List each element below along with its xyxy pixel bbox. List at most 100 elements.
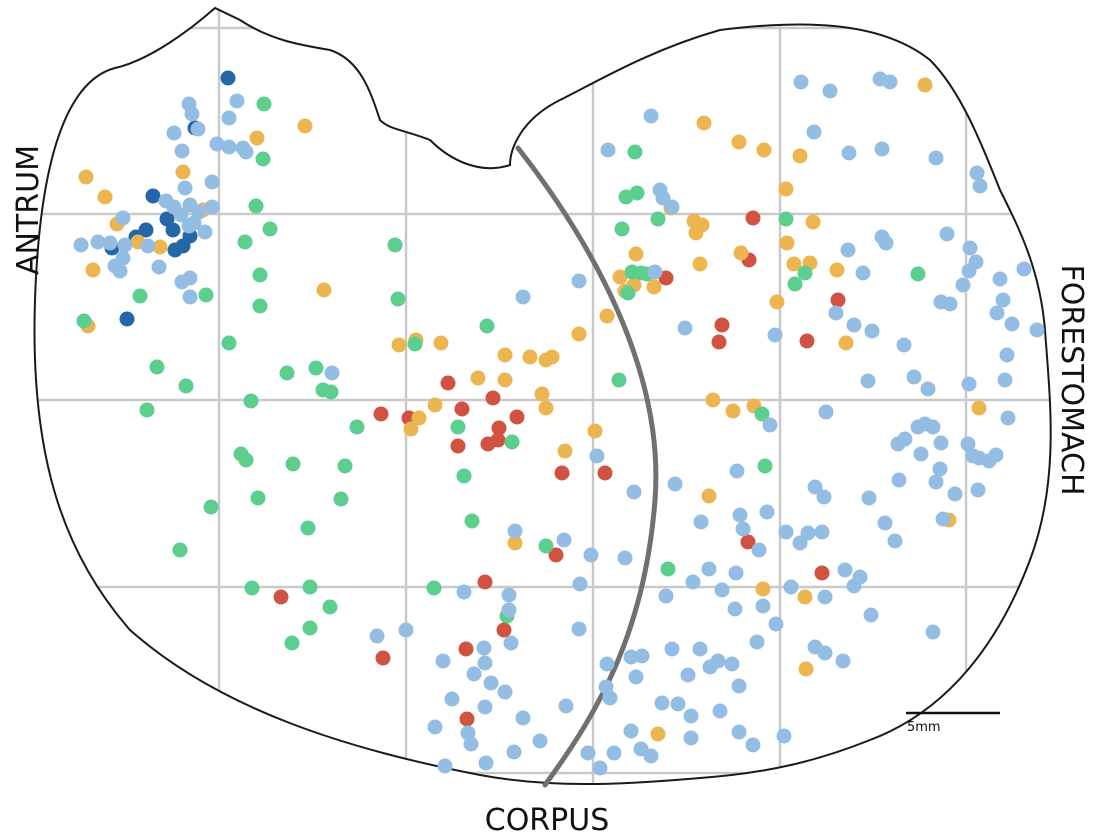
cell-point-dark-blue <box>175 238 191 254</box>
cell-point-orange <box>152 239 168 255</box>
cell-point-light-blue <box>670 696 686 712</box>
cell-point-green <box>797 265 813 281</box>
cell-point-light-blue <box>846 578 862 594</box>
cell-point-light-blue <box>818 404 834 420</box>
cell-point-green <box>237 234 253 250</box>
cell-point-green <box>203 499 219 515</box>
cell-point-light-blue <box>463 736 479 752</box>
cell-points <box>73 70 1045 776</box>
cell-point-light-blue <box>878 235 894 251</box>
cell-point-light-blue <box>558 698 574 714</box>
cell-point-light-blue <box>891 472 907 488</box>
cell-point-orange <box>798 661 814 677</box>
cell-point-red <box>548 547 564 563</box>
cell-point-light-blue <box>939 226 955 242</box>
cell-point-red <box>496 622 512 638</box>
cell-point-dark-blue <box>159 211 175 227</box>
cell-point-green <box>238 452 254 468</box>
forestomach-label: FORESTOMACH <box>1054 264 1089 495</box>
cell-point-light-blue <box>209 136 225 152</box>
corpus-label: CORPUS <box>485 803 610 838</box>
cell-point-light-blue <box>767 327 783 343</box>
cell-point-red <box>373 406 389 422</box>
cell-point-red <box>799 333 815 349</box>
cell-point-light-blue <box>702 659 718 675</box>
cell-point-light-blue <box>840 242 856 258</box>
cell-point-light-blue <box>960 436 976 452</box>
cell-point-light-blue <box>863 607 879 623</box>
cell-point-light-blue <box>664 199 680 215</box>
cell-point-orange <box>778 181 794 197</box>
cell-point-green <box>323 384 339 400</box>
cell-point-light-blue <box>112 263 128 279</box>
cell-point-light-blue <box>816 489 832 505</box>
cell-point-orange <box>612 269 628 285</box>
cell-point-green <box>390 291 406 307</box>
cell-point-light-blue <box>841 145 857 161</box>
cell-point-light-blue <box>999 347 1015 363</box>
cell-point-light-blue <box>995 292 1011 308</box>
cell-point-light-blue <box>197 224 213 240</box>
cell-point-light-blue <box>1000 410 1016 426</box>
cell-point-light-blue <box>683 708 699 724</box>
cell-point-orange <box>522 349 538 365</box>
cell-point-light-blue <box>515 710 531 726</box>
cell-point-light-blue <box>828 305 844 321</box>
cell-point-dark-blue <box>145 188 161 204</box>
cell-point-green <box>660 561 676 577</box>
cell-point-light-blue <box>444 691 460 707</box>
cell-point-green <box>244 580 260 596</box>
cell-point-light-blue <box>90 234 106 250</box>
cell-point-dark-blue <box>220 70 236 86</box>
cell-point-light-blue <box>182 270 198 286</box>
cell-point-green <box>456 468 472 484</box>
cell-point-light-blue <box>896 337 912 353</box>
cell-point-light-blue <box>532 733 548 749</box>
cell-point-light-blue <box>658 588 674 604</box>
cell-point-light-blue <box>925 419 941 435</box>
cell-point-light-blue <box>807 479 823 495</box>
cell-point-light-blue <box>806 124 822 140</box>
cell-point-light-blue <box>427 719 443 735</box>
cell-point-light-blue <box>507 523 523 539</box>
cell-point-light-blue <box>692 641 708 657</box>
cell-point-orange <box>705 392 721 408</box>
cell-point-orange <box>692 256 708 272</box>
cell-point-orange <box>769 294 785 310</box>
cell-point-orange <box>544 349 560 365</box>
cell-point-light-blue <box>814 524 830 540</box>
cell-point-orange <box>249 130 265 146</box>
cell-point-light-blue <box>677 320 693 336</box>
cell-point-orange <box>497 347 513 363</box>
cell-point-light-blue <box>731 724 747 740</box>
cell-point-light-blue <box>634 648 650 664</box>
cell-point-green <box>252 267 268 283</box>
cell-point-green <box>248 198 264 214</box>
cell-point-orange <box>971 400 987 416</box>
cell-point-green <box>538 538 554 554</box>
cell-point-light-blue <box>714 582 730 598</box>
cell-point-orange <box>470 370 486 386</box>
cell-point-orange <box>779 235 795 251</box>
cell-point-light-blue <box>174 143 190 159</box>
cell-point-light-blue <box>685 574 701 590</box>
region-boundary <box>515 145 659 788</box>
cell-point-green <box>787 276 803 292</box>
cell-point-green <box>256 96 272 112</box>
cell-point-dark-blue <box>165 222 181 238</box>
cell-point-light-blue <box>793 74 809 90</box>
cell-point-red <box>459 711 475 727</box>
cell-point-light-blue <box>556 532 572 548</box>
cell-point-light-blue <box>229 93 245 109</box>
cell-point-light-blue <box>435 653 451 669</box>
cell-point-light-blue <box>822 83 838 99</box>
cell-point-green <box>255 151 271 167</box>
cell-point-light-blue <box>476 640 492 656</box>
cell-point-red <box>375 650 391 666</box>
cell-point-light-blue <box>190 121 206 137</box>
cell-point-green <box>624 264 640 280</box>
cell-point-light-blue <box>437 758 453 774</box>
cell-point-light-blue <box>846 317 862 333</box>
cell-point-light-blue <box>882 74 898 90</box>
